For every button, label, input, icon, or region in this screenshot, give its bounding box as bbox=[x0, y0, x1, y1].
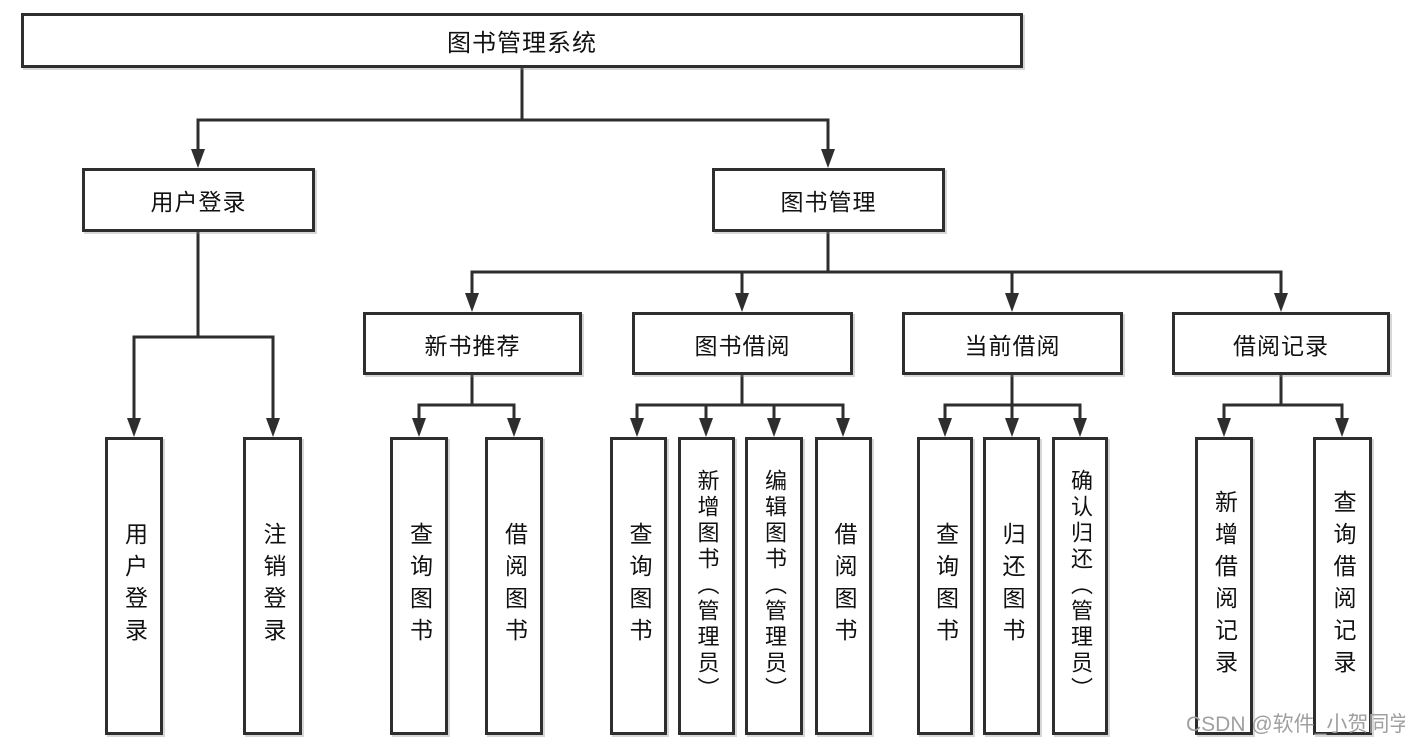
leaf-confirm-return-admin: 确认归还（管理员） bbox=[1052, 437, 1108, 735]
leaf-query-books-borrow: 查询图书 bbox=[610, 437, 667, 735]
leaf-return-book: 归还图书 bbox=[983, 437, 1040, 735]
node-borrow-records: 借阅记录 bbox=[1172, 312, 1390, 375]
leaf-borrow-books: 借阅图书 bbox=[815, 437, 872, 735]
leaf-edit-book-admin: 编辑图书（管理员） bbox=[745, 437, 803, 735]
leaf-borrow-books-recommend: 借阅图书 bbox=[485, 437, 543, 735]
csdn-watermark: CSDN @软件_小贺同学 bbox=[1186, 713, 1405, 736]
leaf-query-borrow-record: 查询借阅记录 bbox=[1313, 437, 1372, 735]
node-current-borrowing: 当前借阅 bbox=[902, 312, 1123, 375]
leaf-query-books-current: 查询图书 bbox=[917, 437, 973, 735]
connector-segments bbox=[132, 66, 1344, 423]
leaf-user-login: 用户登录 bbox=[105, 437, 163, 735]
node-user-login: 用户登录 bbox=[82, 168, 315, 232]
node-book-borrowing: 图书借阅 bbox=[632, 312, 853, 375]
leaf-add-book-admin: 新增图书（管理员） bbox=[678, 437, 735, 735]
arrowhead-markers bbox=[127, 149, 1349, 437]
leaf-query-books-recommend: 查询图书 bbox=[390, 437, 448, 735]
node-new-book-recommend: 新书推荐 bbox=[363, 312, 582, 375]
node-library-system-root: 图书管理系统 bbox=[21, 13, 1023, 68]
leaf-add-borrow-record: 新增借阅记录 bbox=[1195, 437, 1253, 735]
leaf-logout-login: 注销登录 bbox=[243, 437, 302, 735]
node-book-management: 图书管理 bbox=[712, 168, 945, 232]
